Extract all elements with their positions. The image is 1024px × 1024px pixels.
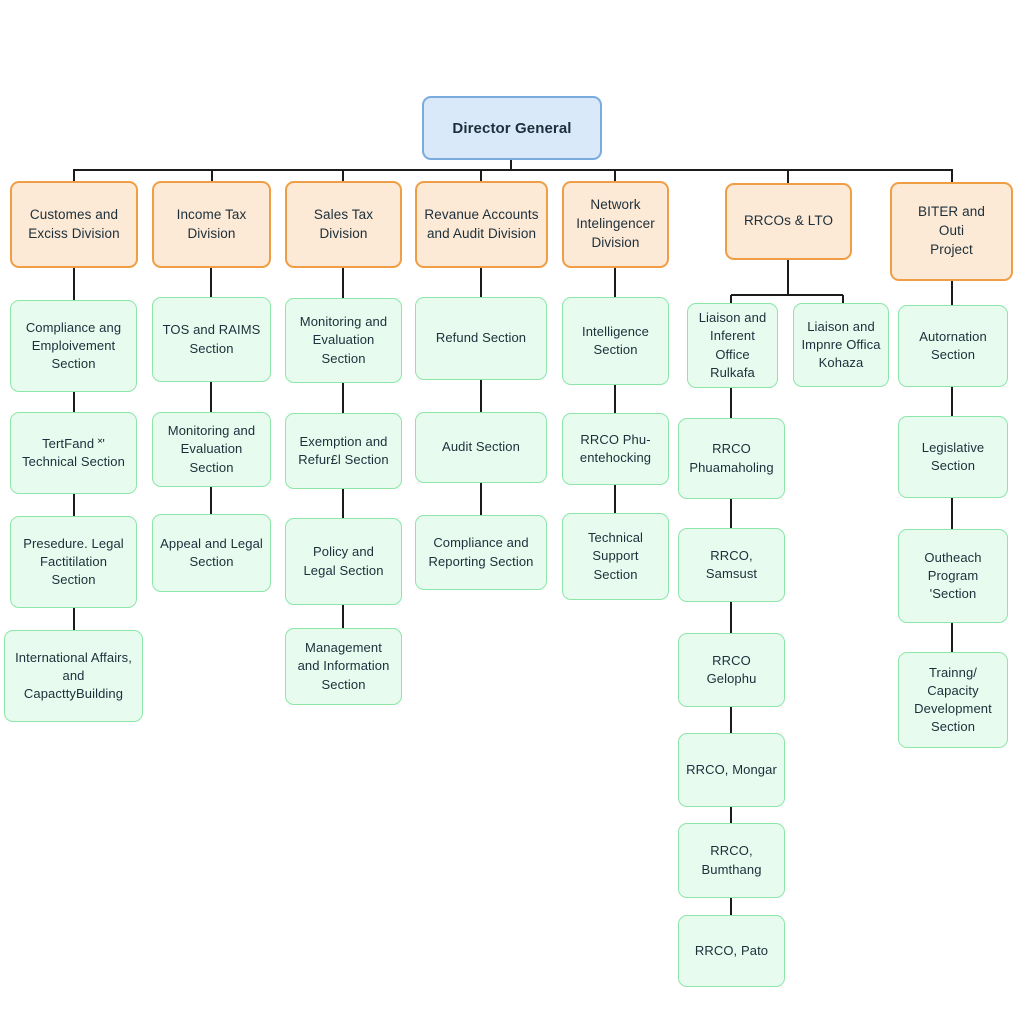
section-autornation: Autornation Section	[898, 305, 1008, 387]
section-refund: Refund Section	[415, 297, 547, 380]
section-compliance-reporting: Compliance and Reporting Section	[415, 515, 547, 590]
section-policy-legal: Policy and Legal Section	[285, 518, 402, 605]
division-biter-outi-project: BITER and Outi Project	[890, 182, 1013, 281]
office-rrco-bumthang: RRCO, Bumthang	[678, 823, 785, 898]
office-rrco-pato: RRCO, Pato	[678, 915, 785, 987]
section-international-affairs: International Affairs, and CapacttyBuild…	[4, 630, 143, 722]
section-monitoring-evaluation-income: Monitoring and Evaluation Section	[152, 412, 271, 487]
node-director-general: Director General	[422, 96, 602, 160]
section-compliance-emploivement: Compliance ang Emploivement Section	[10, 300, 137, 392]
section-presedure-legal: Presedure. Legal Factitilation Section	[10, 516, 137, 608]
office-liaison-rulkafa: Liaison and Inferent Office Rulkafa	[687, 303, 778, 388]
office-rrco-phuamaholing: RRCO Phuamaholing	[678, 418, 785, 499]
section-technical-support: Technical Support Section	[562, 513, 669, 600]
section-intelligence: Intelligence Section	[562, 297, 669, 385]
office-rrco-mongar: RRCO, Mongar	[678, 733, 785, 807]
division-customes-and-exciss: Customes and Exciss Division	[10, 181, 138, 268]
office-liaison-kohaza: Liaison and Impnre Offica Kohaza	[793, 303, 889, 387]
section-exemption-refund: Exemption and Refur£l Section	[285, 413, 402, 489]
office-rrco-samsust: RRCO, Samsust	[678, 528, 785, 602]
section-appeal-legal: Appeal and Legal Section	[152, 514, 271, 592]
section-rrco-phuentehocking: RRCO Phu-entehocking	[562, 413, 669, 485]
section-tertfand-technical: TertFand ˟' Technical Section	[10, 412, 137, 494]
office-rrco-gelophu: RRCO Gelophu	[678, 633, 785, 707]
division-rrcos-lto: RRCOs & LTO	[725, 183, 852, 260]
section-monitoring-evaluation-sales: Monitoring and Evaluation Section	[285, 298, 402, 383]
division-sales-tax: Sales Tax Division	[285, 181, 402, 268]
section-management-information: Management and Information Section	[285, 628, 402, 705]
section-legislative: Legislative Section	[898, 416, 1008, 498]
division-network-intelingencer: Network Intelingencer Division	[562, 181, 669, 268]
division-income-tax: Income Tax Division	[152, 181, 271, 268]
division-revanue-accounts-audit: Revanue Accounts and Audit Division	[415, 181, 548, 268]
section-tos-raims: TOS and RAIMS Section	[152, 297, 271, 382]
section-audit: Audit Section	[415, 412, 547, 483]
section-outheach-program: Outheach Program 'Section	[898, 529, 1008, 623]
section-trainng-capacity: Trainng/ Capacity Development Section	[898, 652, 1008, 748]
